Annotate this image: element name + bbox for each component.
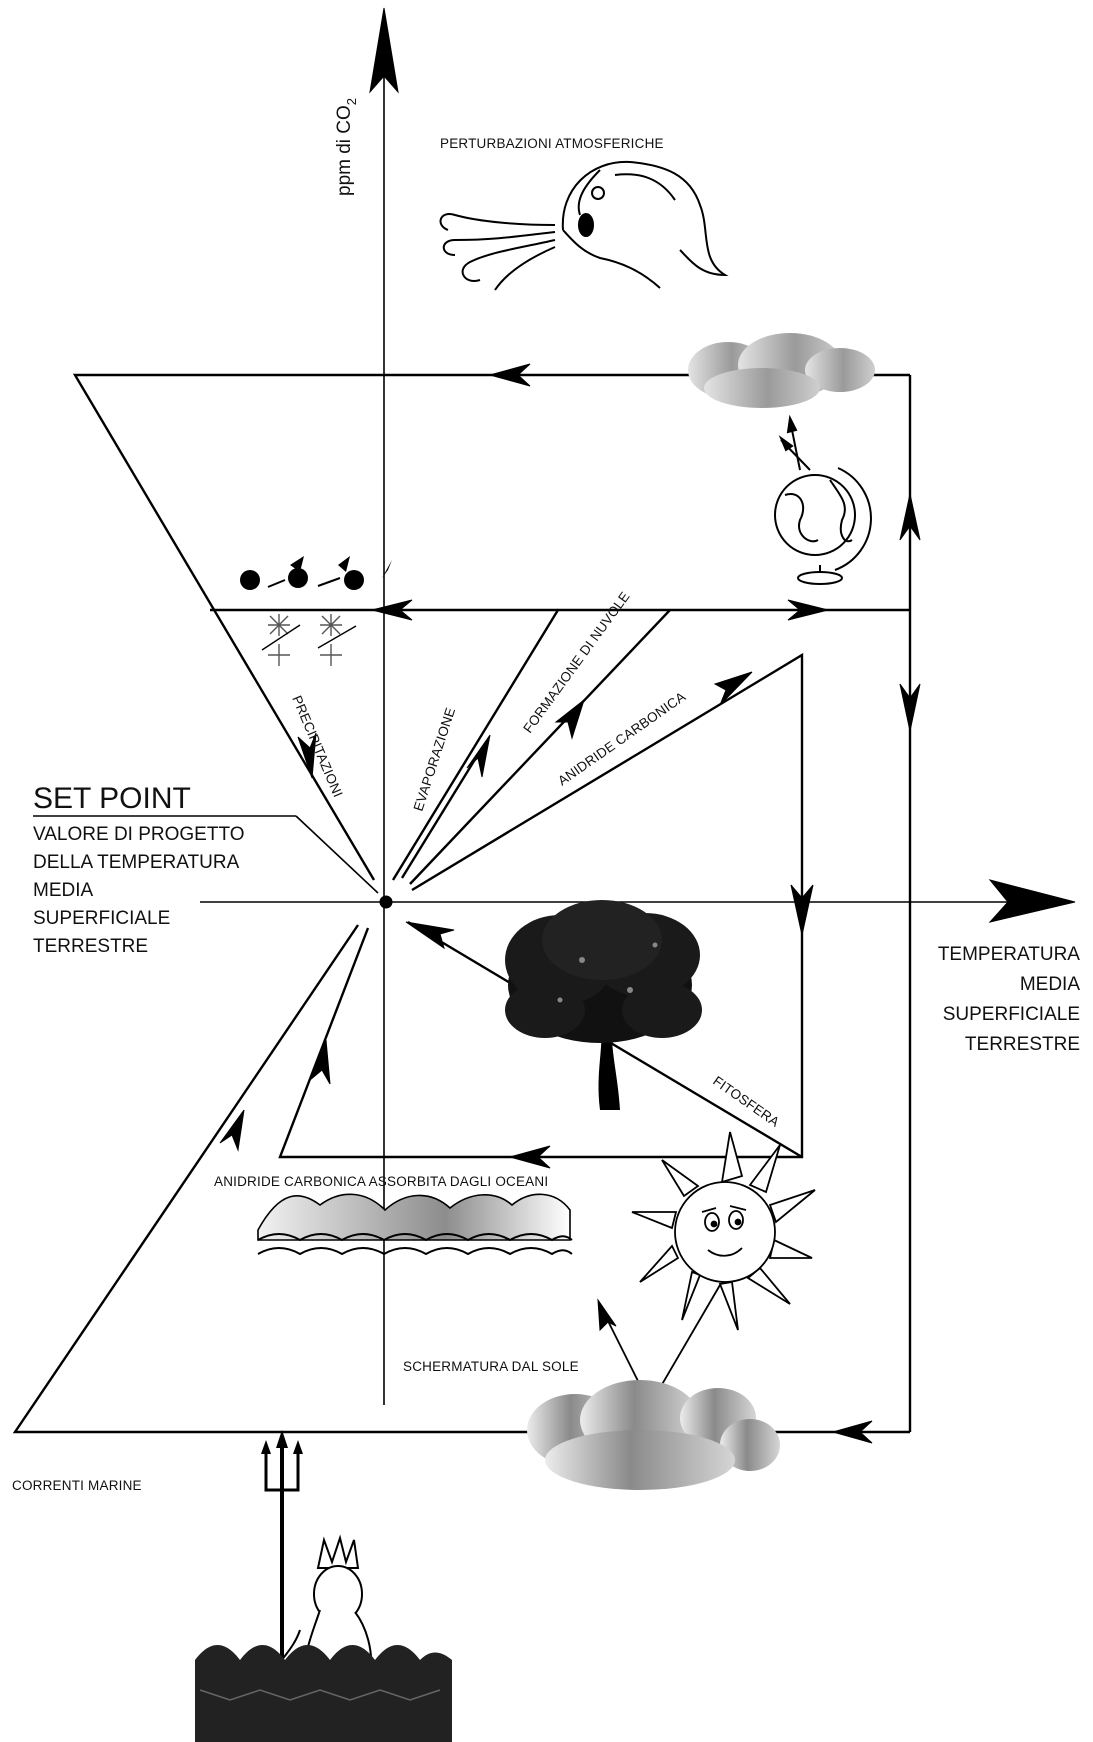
- set-point-line: MEDIA: [33, 880, 94, 901]
- label-anidride-carbonica: ANIDRIDE CARBONICA: [555, 689, 688, 789]
- neptune-icon: [195, 1430, 452, 1742]
- cloud-icon: [688, 333, 875, 408]
- cloud-icon: [527, 1380, 780, 1490]
- set-point-line: SUPERFICIALE: [33, 908, 170, 929]
- wind-face-icon: [441, 162, 725, 290]
- x-axis-label-line: TERRESTRE: [965, 1034, 1080, 1055]
- snow-icon: [262, 614, 356, 666]
- x-axis-label: TEMPERATURA MEDIA SUPERFICIALE TERRESTRE: [938, 944, 1080, 1055]
- waves-icon: [258, 1194, 572, 1254]
- carbon-dioxide-arrow: [412, 655, 813, 935]
- label-correnti: CORRENTI MARINE: [12, 1478, 142, 1493]
- x-axis-label-line: TEMPERATURA: [938, 944, 1080, 965]
- sun-icon: [632, 1132, 815, 1330]
- set-point-description: VALORE DI PROGETTO DELLA TEMPERATURA MED…: [33, 824, 245, 957]
- set-point-title: SET POINT: [33, 782, 191, 815]
- label-fitosfera: FITOSFERA: [710, 1073, 782, 1130]
- outer-loop-right: [900, 375, 920, 1432]
- set-point-leader: [296, 816, 378, 893]
- label-schermatura: SCHERMATURA DAL SOLE: [403, 1359, 579, 1374]
- y-axis: [370, 8, 398, 1405]
- set-point-line: VALORE DI PROGETTO: [33, 824, 245, 845]
- x-axis-label-line: SUPERFICIALE: [943, 1004, 1080, 1025]
- label-perturbazioni: PERTURBAZIONI ATMOSFERICHE: [440, 136, 664, 151]
- set-point-dot: [380, 896, 393, 909]
- cloud-formation-arrow: [410, 610, 670, 884]
- label-oceani: ANIDRIDE CARBONICA ASSORBITA DAGLI OCEAN…: [214, 1174, 548, 1189]
- set-point-line: TERRESTRE: [33, 936, 148, 957]
- set-point-line: DELLA TEMPERATURA: [33, 852, 240, 873]
- globe-icon: [775, 418, 871, 584]
- x-axis-label-line: MEDIA: [1020, 974, 1081, 995]
- rain-icon: [240, 556, 392, 590]
- y-axis-label: ppm di CO2: [334, 98, 359, 196]
